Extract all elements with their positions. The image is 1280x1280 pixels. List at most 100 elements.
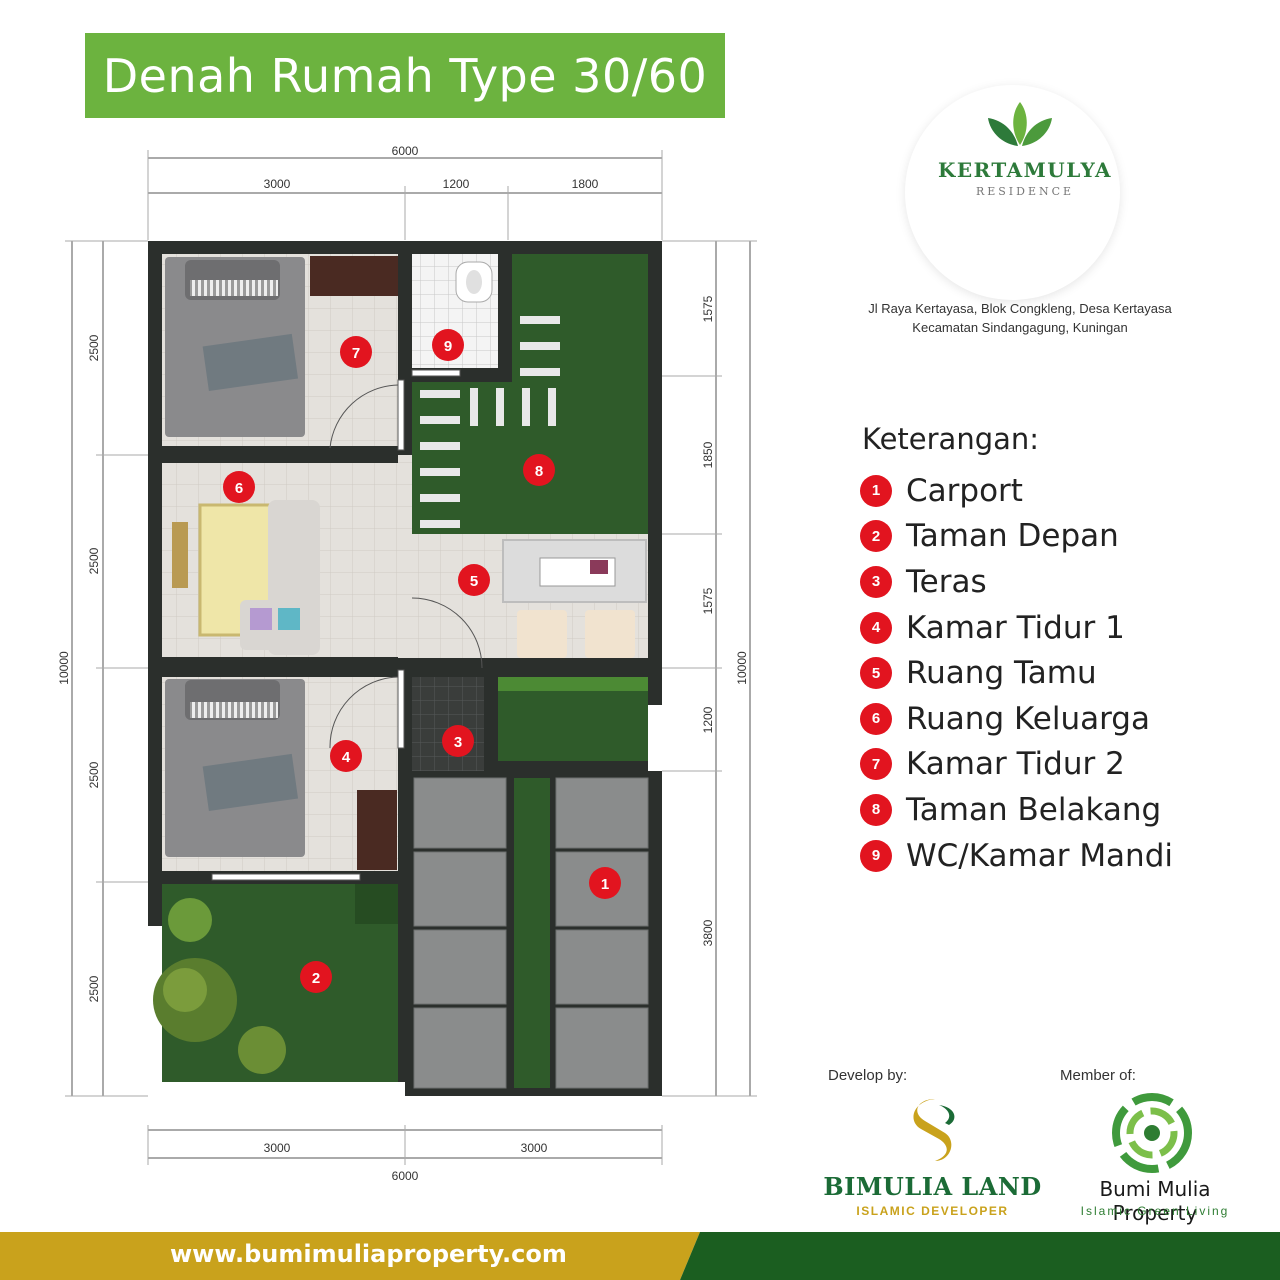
legend-badge: 3 [860,565,892,598]
address: Jl Raya Kertayasa, Blok Congkleng, Desa … [830,299,1210,337]
svg-text:9: 9 [444,338,452,355]
develop-by-label: Develop by: [828,1067,908,1084]
room-marker: 4 [330,740,362,772]
svg-text:1: 1 [601,876,609,893]
dim-right-total: 10000 [735,651,749,685]
svg-text:7: 7 [352,345,360,362]
legend-badge: 8 [860,793,892,826]
dim-bottom-seg: 3000 [521,1141,548,1155]
member-tagline: Islamic Green Living [1080,1204,1230,1218]
legend-badge: 6 [860,702,892,735]
svg-text:2: 2 [312,970,320,987]
legend-label: Ruang Keluarga [906,700,1150,737]
title-banner: Denah Rumah Type 30/60 [85,33,725,118]
dim-right-seg: 1850 [701,441,715,468]
dimension-right: 1575 1850 1575 1200 3800 10000 [662,240,757,1097]
svg-text:3: 3 [454,734,462,751]
room-marker: 3 [442,725,474,757]
brand-subtitle: RESIDENCE [975,185,1075,198]
room-marker: 1 [589,867,621,899]
dim-top-seg: 3000 [264,177,291,191]
room-marker: 5 [458,564,490,596]
stepping-stones [420,316,560,528]
svg-text:4: 4 [342,749,351,766]
leaf-logo-icon [988,102,1052,146]
wardrobe [357,790,397,870]
dim-right-seg: 1575 [701,295,715,322]
address-line-1: Jl Raya Kertayasa, Blok Congkleng, Desa … [868,301,1172,316]
legend-label: Ruang Tamu [906,655,1097,692]
member-name: Bumi Mulia Property [1099,1177,1211,1225]
dim-top-total: 6000 [392,144,419,158]
legend-badge: 7 [860,748,892,781]
legend-item: 4 Kamar Tidur 1 [860,605,1173,651]
doors [211,369,483,881]
room-marker: 8 [523,454,555,486]
legend-label: Carport [906,472,1023,509]
room-marker: 2 [300,961,332,993]
developer-tagline: ISLAMIC DEVELOPER [856,1204,1009,1218]
legend-badge: 5 [860,657,892,690]
shrub-icon [153,898,286,1074]
carport-paving [413,777,649,1089]
brand-logo-circle [905,85,1120,300]
bed-icon [165,257,305,437]
legend-label: Taman Depan [906,518,1119,555]
room-marker: 9 [432,329,464,361]
legend-item: 9 WC/Kamar Mandi [860,833,1173,879]
dim-left-total: 10000 [57,651,71,685]
wardrobe [310,256,398,296]
address-line-2: Kecamatan Sindangagung, Kuningan [912,320,1128,335]
brand-name: KERTAMULYA [937,158,1113,182]
sofa-icon [172,500,320,655]
legend-badge: 2 [860,520,892,553]
room-markers: 1 2 3 4 5 6 7 8 9 [223,329,621,993]
legend-item: 3 Teras [860,559,1173,605]
coffee-table-icon [502,539,647,658]
dim-bottom-total: 6000 [392,1169,419,1183]
member-of-label: Member of: [1060,1067,1136,1084]
legend-heading: Keterangan: [862,422,1040,456]
bimulia-logo-icon [913,1099,955,1161]
dim-left-seg: 2500 [87,334,101,361]
toilet-icon [455,261,493,303]
legend-badge: 1 [860,474,892,507]
legend-label: Taman Belakang [906,791,1162,828]
dim-left-seg: 2500 [87,761,101,788]
dimension-top: 6000 3000 1200 1800 [147,144,663,240]
svg-text:8: 8 [535,463,543,480]
dim-bottom-seg: 3000 [264,1141,291,1155]
bed-icon [165,679,305,857]
legend-badge: 9 [860,839,892,872]
legend-item: 8 Taman Belakang [860,787,1173,833]
room-marker: 6 [223,471,255,503]
svg-text:6: 6 [235,480,243,497]
room-marker: 7 [340,336,372,368]
dimension-bottom: 3000 3000 6000 [147,1125,663,1183]
legend-item: 5 Ruang Tamu [860,650,1173,696]
legend-label: Teras [906,563,987,600]
dim-left-seg: 2500 [87,975,101,1002]
legend-label: WC/Kamar Mandi [906,837,1173,874]
footer-url: www.bumimuliaproperty.com [170,1240,567,1268]
developer-name: BIMULIA LAND [823,1172,1042,1201]
legend-label: Kamar Tidur 2 [906,746,1125,783]
legend-badge: 4 [860,611,892,644]
dim-left-seg: 2500 [87,547,101,574]
dim-right-seg: 1575 [701,587,715,614]
legend-item: 1 Carport [860,468,1173,514]
page-title: Denah Rumah Type 30/60 [102,48,708,103]
globe-logo-icon [1112,1093,1192,1173]
dimension-left: 2500 2500 2500 2500 10000 [57,240,148,1097]
footer-bar [0,1228,1280,1280]
dim-right-seg: 3800 [701,919,715,946]
carport-grass-strip [514,778,550,1088]
legend-item: 7 Kamar Tidur 2 [860,742,1173,788]
dim-top-seg: 1800 [572,177,599,191]
legend-label: Kamar Tidur 1 [906,609,1125,646]
dim-top-seg: 1200 [443,177,470,191]
dim-right-seg: 1200 [701,706,715,733]
svg-text:5: 5 [470,573,478,590]
